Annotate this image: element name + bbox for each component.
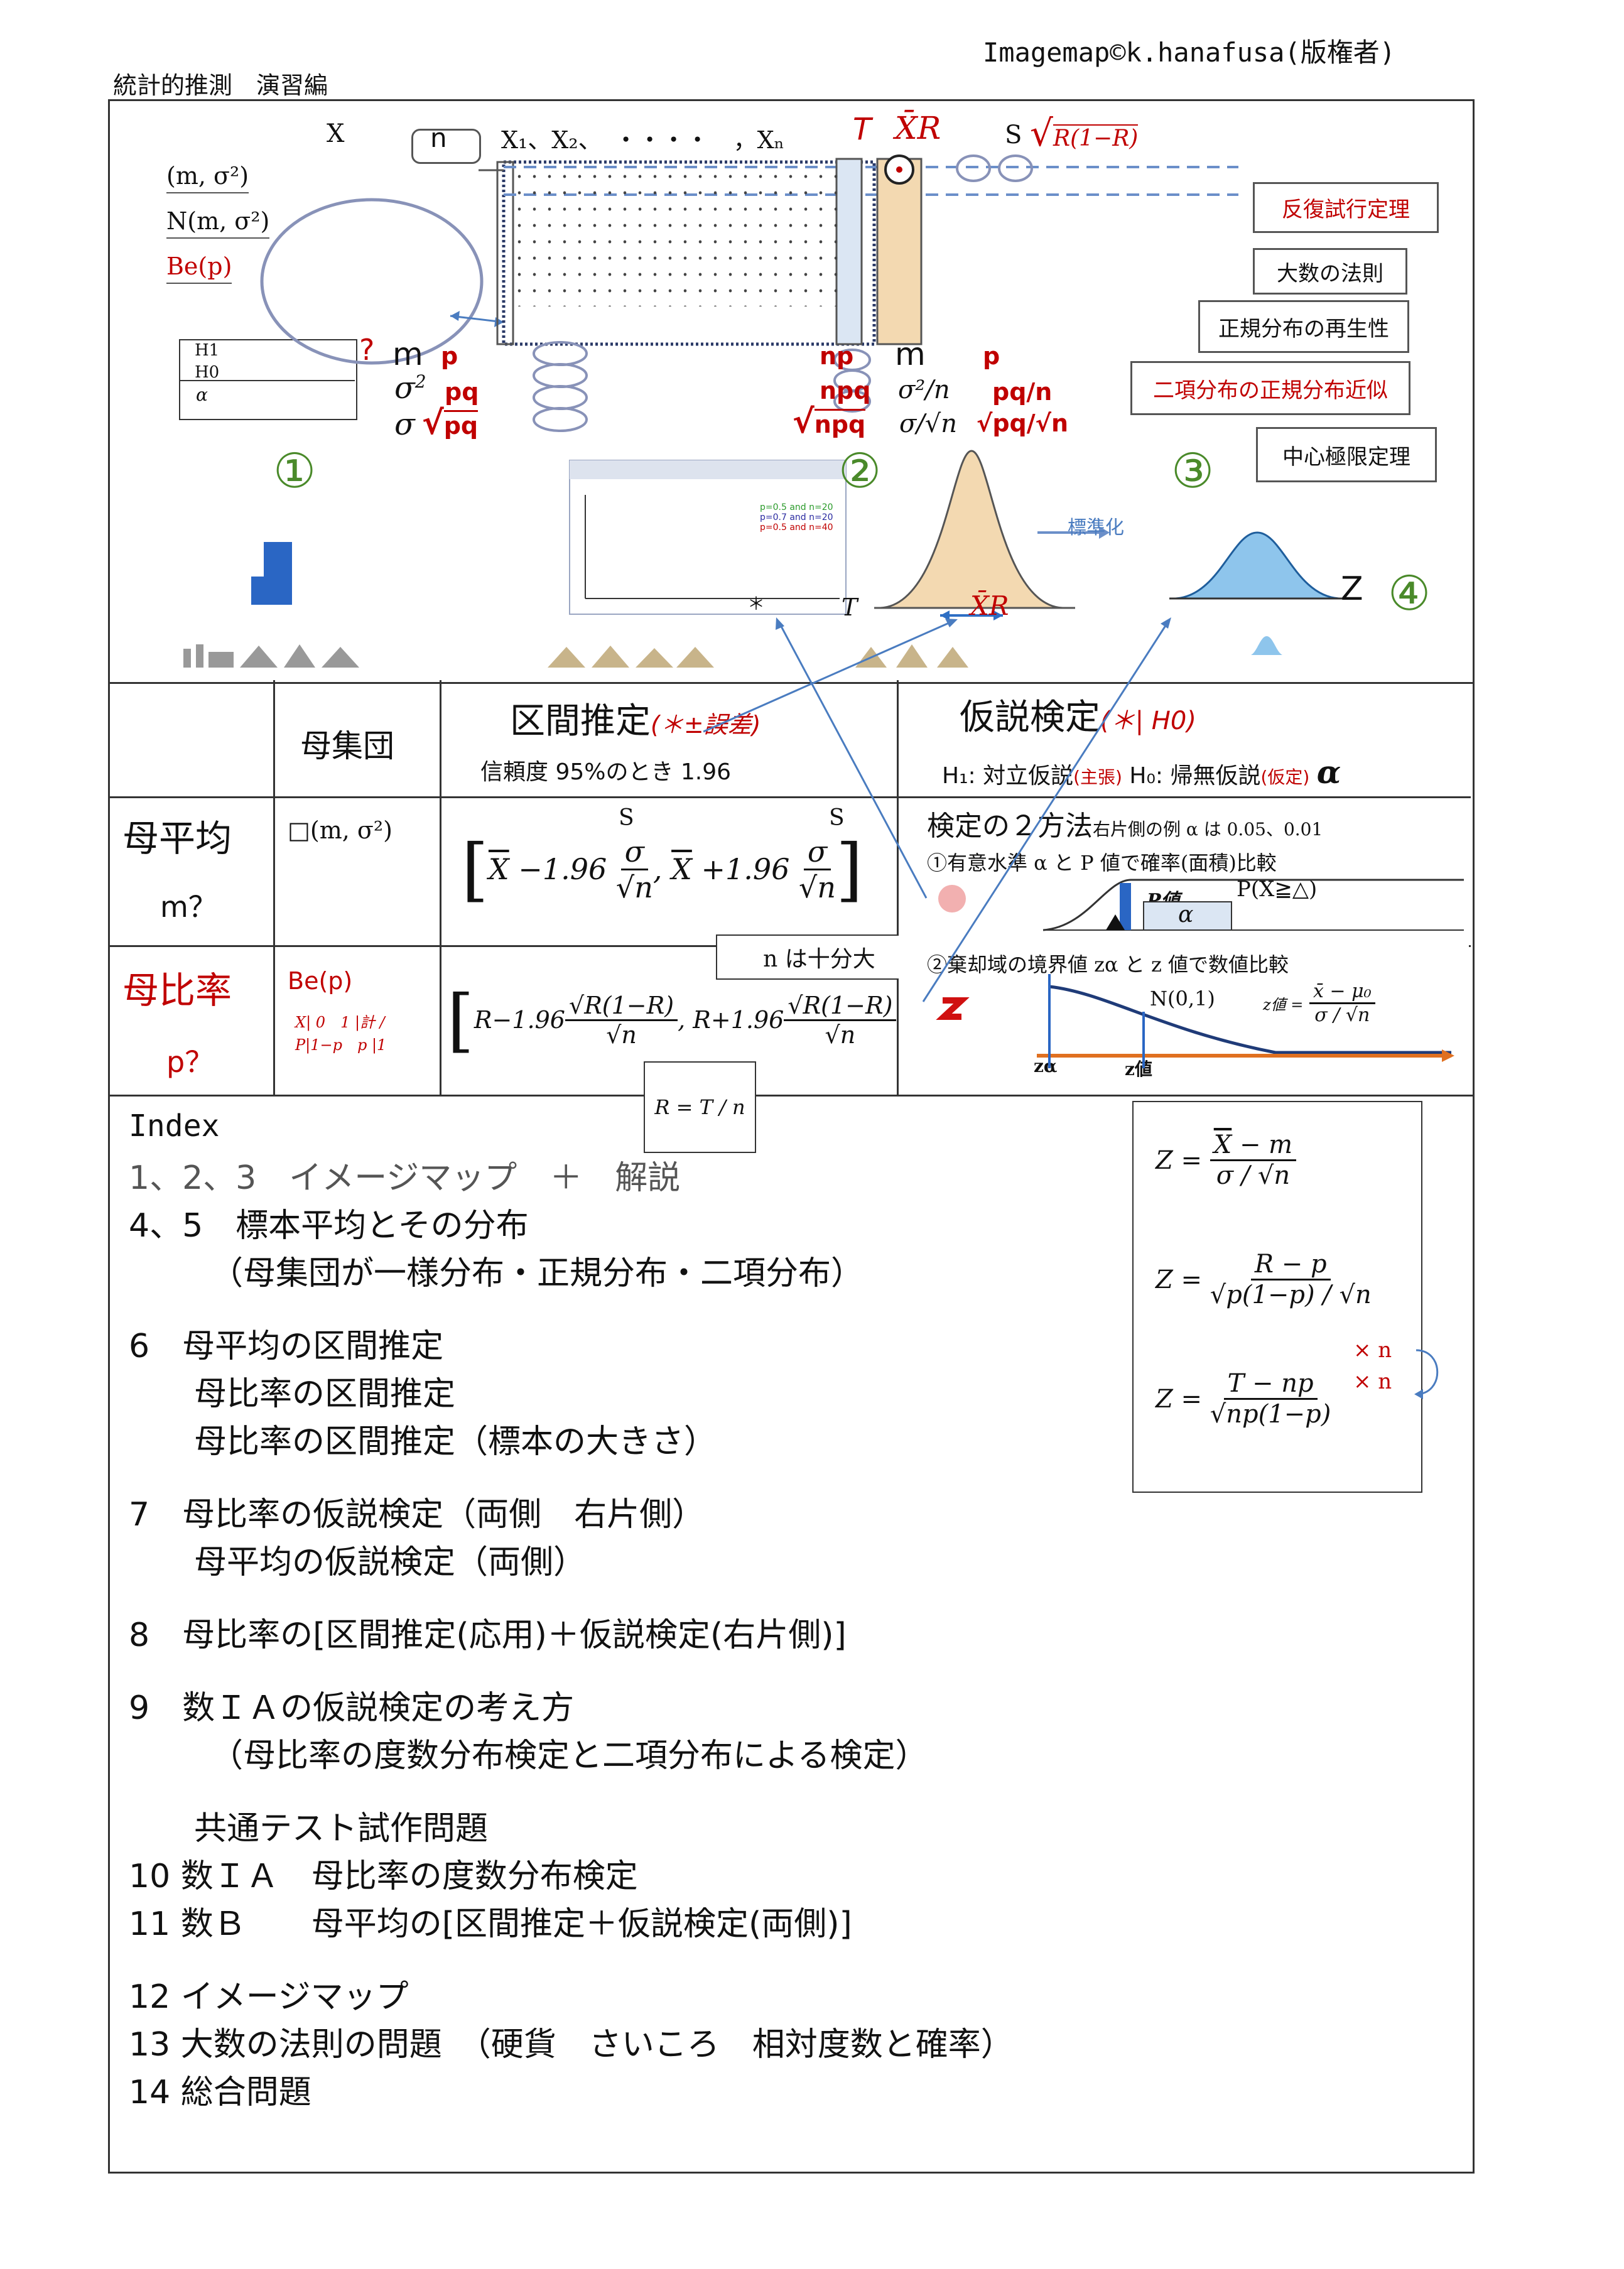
circle-number-4: ④ xyxy=(1388,565,1431,621)
binomial-chart xyxy=(570,460,846,614)
sampling-bell xyxy=(880,451,1063,608)
pq-left: pq xyxy=(445,378,479,406)
sqrtnpq-label: √npq xyxy=(793,403,865,441)
index-item[interactable]: 母比率の区間推定 xyxy=(129,1370,455,1418)
index-item[interactable]: 12 イメージマップ xyxy=(129,1973,409,2021)
sample-grid xyxy=(512,168,838,306)
test-methods-panel: 検定の２方法右片側の例 α は 0.05、0.01 ①有意水準 α と P 値で… xyxy=(899,798,1469,1093)
index-item[interactable]: 8 母比率の[区間推定(応用)＋仮説検定(右片側)] xyxy=(129,1611,847,1659)
index-item[interactable]: 6 母平均の区間推定 xyxy=(129,1323,443,1370)
copyright: Imagemap©k.hanafusa(版権者) xyxy=(983,31,1395,70)
index-item[interactable]: 14 総合問題 xyxy=(129,2069,311,2116)
theorem-binomial-normal-approx: 二項分布の正規分布近似 xyxy=(1130,361,1410,415)
row1-pop: □(m, σ²) xyxy=(288,816,392,844)
large-n-note: n は十分大 xyxy=(716,934,923,980)
index-item: （母集団が一様分布・正規分布・二項分布） xyxy=(129,1250,863,1297)
T-column xyxy=(836,159,862,344)
bell-XR: X̄R xyxy=(970,590,1009,621)
m-right: m xyxy=(895,336,926,372)
index-item[interactable]: 母比率の区間推定（標本の大きさ） xyxy=(129,1418,717,1466)
theorem-normal-reproducibility: 正規分布の再生性 xyxy=(1198,300,1409,353)
label-Z: Z xyxy=(1341,570,1363,608)
index-item[interactable]: 7 母比率の仮説検定（両側 右片側） xyxy=(129,1491,705,1539)
theorem-central-limit: 中心極限定理 xyxy=(1256,427,1437,482)
row1-label: 母平均 xyxy=(122,809,232,862)
test-sub: H₁: 対立仮説(主張) H₀: 帰無仮説(仮定) α xyxy=(942,754,1341,791)
formula-z2: Z = R − p√p(1−p) / √n xyxy=(1156,1250,1372,1309)
circle-number-2: ② xyxy=(838,443,881,499)
row2-interval-formula: [ R−1.96 √R(1−R)√n , R+1.96 √R(1−R)√n ] xyxy=(447,980,923,1060)
test-curves xyxy=(899,798,1469,1093)
np-label: np xyxy=(820,342,853,370)
R-formula: R = T / n xyxy=(644,1061,756,1153)
circle-number-3: ③ xyxy=(1171,443,1214,499)
index-item[interactable]: 11 数Ｂ 母平均の[区間推定＋仮説検定(両側)] xyxy=(129,1900,852,1948)
index-item[interactable]: 13 大数の法則の問題 （硬貨 さいころ 相対度数と確率） xyxy=(129,2021,1014,2069)
circle-number-1: ① xyxy=(273,443,316,499)
m-left: m xyxy=(392,336,423,372)
header-interval: 区間推定(＊±誤差) xyxy=(510,693,761,744)
index-item[interactable]: 4、5 標本平均とその分布 xyxy=(129,1202,529,1250)
bell-T: T xyxy=(842,593,857,621)
formula-z3: Z = T − np√np(1−p) xyxy=(1156,1369,1331,1429)
sqrtpq-sqrtn-right: √pq/√n xyxy=(977,409,1068,437)
z-normal-curve xyxy=(1176,533,1339,598)
header-test: 仮説検定(＊| H0) xyxy=(960,689,1196,740)
row1-interval-formula: [ X −1.96 σ√n , X +1.96 σ√n ] xyxy=(462,829,863,909)
sigma-left: σ xyxy=(394,407,415,442)
population-circle xyxy=(262,200,482,363)
alpha-label: α xyxy=(1178,902,1193,928)
sqrtpq-left: √pq xyxy=(422,404,478,442)
index-item[interactable]: 1、2、3 イメージマップ ＋ 解説 xyxy=(129,1154,680,1202)
index-title: Index xyxy=(129,1108,220,1144)
interval-sub: 信頼度 95%のとき 1.96 xyxy=(480,754,731,786)
s-sqrtn-right: σ/√n xyxy=(899,409,957,438)
curved-arrow xyxy=(1413,1344,1451,1407)
chart-legend: p=0.5 and n=20 p=0.7 and n=20 p=0.5 and … xyxy=(760,502,833,533)
p-left: p xyxy=(441,342,458,370)
sigma2-left: σ2 xyxy=(394,371,426,406)
index-item: 共通テスト試作問題 xyxy=(129,1805,488,1853)
index-item[interactable]: 9 数ＩＡの仮説検定の考え方 xyxy=(129,1684,574,1732)
XR-column xyxy=(877,159,921,344)
index-item: （母比率の度数分布検定と二項分布による検定） xyxy=(129,1732,928,1780)
pqn-right: pq/n xyxy=(992,378,1052,406)
index-item[interactable]: 母平均の仮説検定（両側） xyxy=(129,1539,586,1586)
p-right: p xyxy=(983,342,1000,370)
index-item[interactable]: 10 数ＩＡ 母比率の度数分布検定 xyxy=(129,1853,638,1900)
chart-star: ＊ xyxy=(747,590,765,615)
standardize-label: 標準化 xyxy=(1068,512,1124,539)
S-label-1: S xyxy=(619,805,634,831)
S-label-2: S xyxy=(829,805,845,831)
header-population: 母集団 xyxy=(300,721,394,766)
times-n-1: × n xyxy=(1353,1338,1392,1363)
row2-sub: p？ xyxy=(166,1039,214,1081)
times-n-2: × n xyxy=(1353,1369,1392,1394)
row2-label: 母比率 xyxy=(122,961,232,1014)
theorem-repeated-trials: 反復試行定理 xyxy=(1253,182,1439,233)
subtitle: 統計的推測 演習編 xyxy=(113,66,328,100)
s2n-right: σ²/n xyxy=(898,376,950,404)
theorem-law-large-numbers: 大数の法則 xyxy=(1253,248,1407,295)
row2-pop-table: X| 0 1 |計 / P|1−p p |1 xyxy=(295,1011,421,1056)
npq-label: npq xyxy=(820,377,870,404)
row2-pop: Be(p) xyxy=(288,967,352,995)
row1-sub: m？ xyxy=(160,884,217,926)
